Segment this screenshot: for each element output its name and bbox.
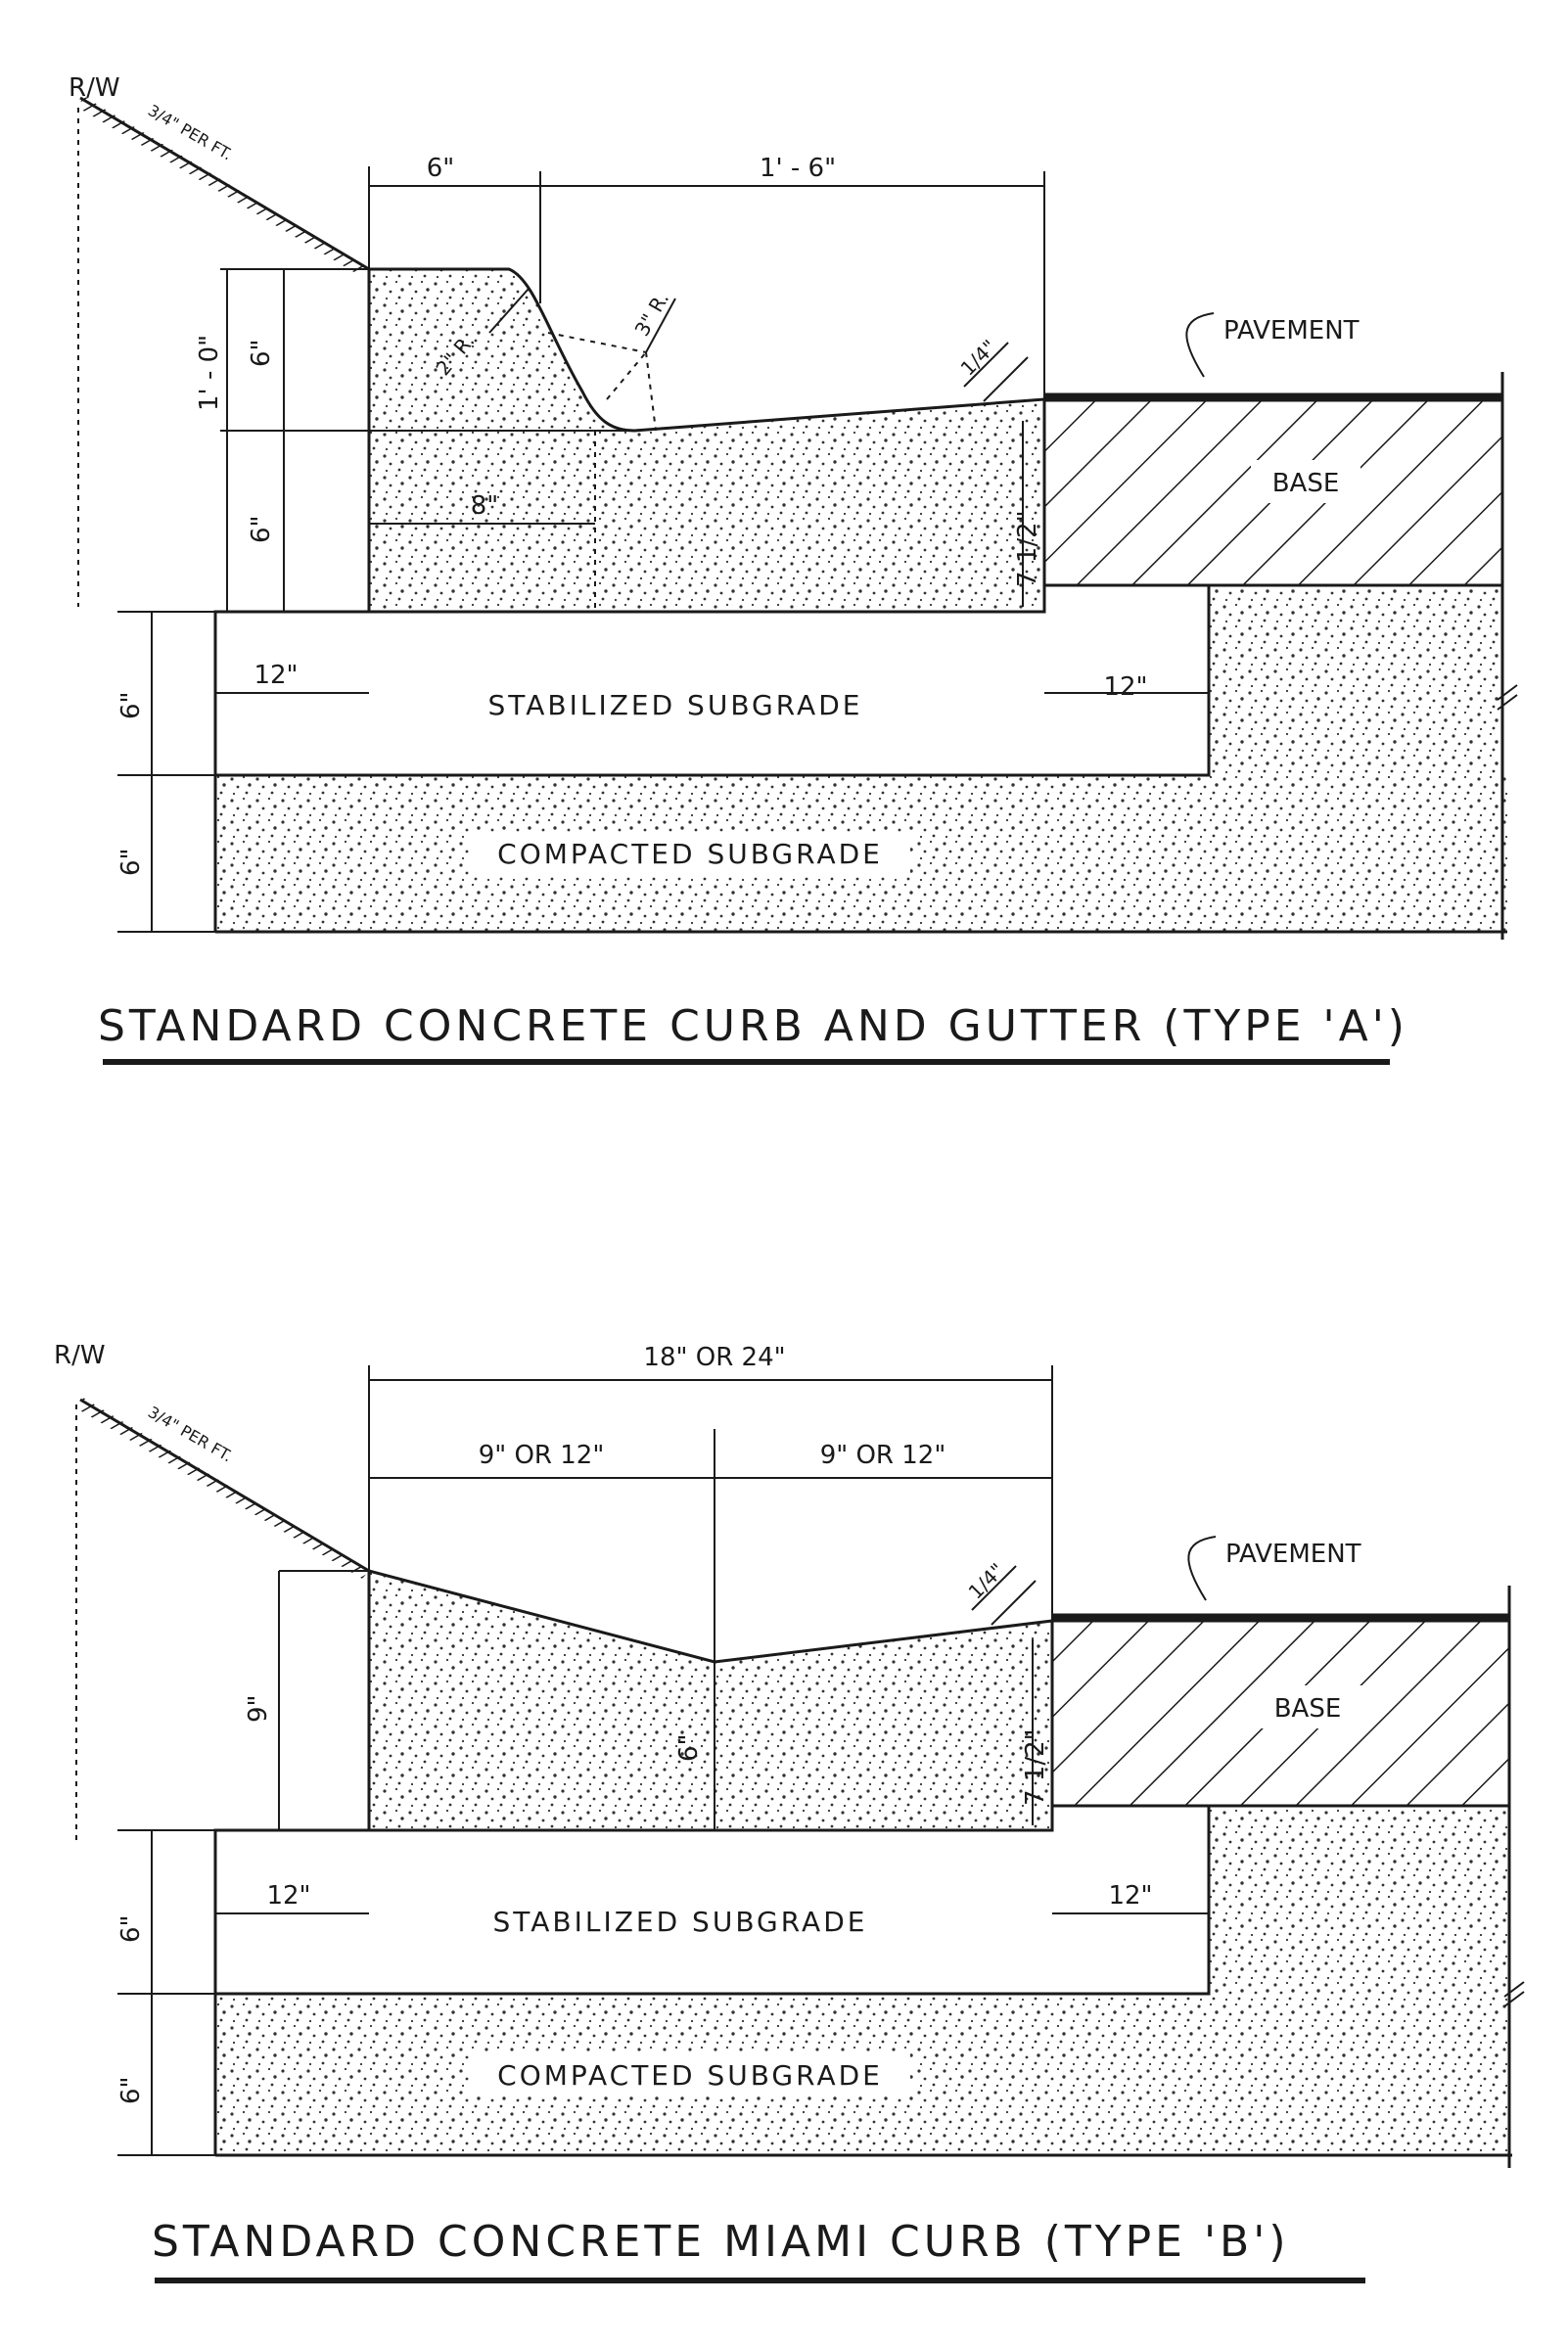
detail-b-dim-12-right: 12" [1108,1881,1152,1911]
detail-a-dim-12-right: 12" [1103,672,1147,702]
detail-a-dim-6-lower: 6" [247,515,276,543]
detail-b-dim-quarter: 1/4" [964,1558,1009,1603]
detail-b-compacted-label: COMPACTED SUBGRADE [497,2059,883,2092]
detail-b-dim-18-24: 18" OR 24" [643,1343,785,1372]
detail-b-dim-9: 9" [244,1694,273,1723]
detail-b-dim-12-left: 12" [266,1881,310,1911]
detail-a-pavement-label: PAVEMENT [1223,316,1360,345]
detail-b-stabilized-label: STABILIZED SUBGRADE [493,1906,868,1938]
detail-a-dim-6: 6" [427,154,455,183]
detail-a-base-label: BASE [1272,469,1340,498]
detail-a-stabilized-label: STABILIZED SUBGRADE [488,689,863,721]
detail-a-dim-quarter: 1/4" [956,335,1001,380]
detail-a-compacted-label: COMPACTED SUBGRADE [497,838,883,870]
detail-a-dim-6-upper: 6" [247,339,276,367]
detail-b-rw-label: R/W [54,1341,106,1370]
detail-b-dim-6-center: 6" [674,1733,704,1762]
detail-a-base-fill [1044,585,1502,775]
detail-b-dim-7-half: 7 1/2" [1021,1728,1050,1806]
detail-b-dim-6-comp: 6" [116,2076,146,2104]
detail-a-rw-label: R/W [69,73,120,103]
detail-b: R/W 3/4" PER FT. 18" OR 24" 9" OR 12" 9"… [54,1341,1525,2283]
detail-a-dim-8: 8" [471,491,499,521]
detail-b-curb-body [369,1571,1052,1830]
detail-b-base-label: BASE [1274,1694,1342,1724]
detail-b-pavement-label: PAVEMENT [1225,1540,1361,1569]
detail-b-dim-9-12-right: 9" OR 12" [820,1441,946,1470]
detail-a-dim-1-0: 1' - 0" [195,335,224,411]
detail-b-dim-9-12-left: 9" OR 12" [479,1441,605,1470]
detail-a-dim-12-left: 12" [254,661,298,690]
detail-a-dim-6-stab: 6" [116,691,146,719]
detail-b-dim-6-stab: 6" [116,1914,146,1943]
detail-a-dim-6-comp: 6" [116,848,146,876]
detail-a-curb-body [369,269,1044,612]
detail-a-dim-1-6: 1' - 6" [760,154,836,183]
detail-a-title: STANDARD CONCRETE CURB AND GUTTER (TYPE … [98,1001,1408,1051]
detail-a-dim-7-half: 7 1/2" [1013,510,1042,587]
detail-a: R/W 3/4" PER FT. 6" 1' - 6" 1' - 0" 6" 6… [69,73,1518,1065]
detail-b-title: STANDARD CONCRETE MIAMI CURB (TYPE 'B') [152,2217,1290,2267]
detail-b-base-fill [1052,1806,1509,1994]
